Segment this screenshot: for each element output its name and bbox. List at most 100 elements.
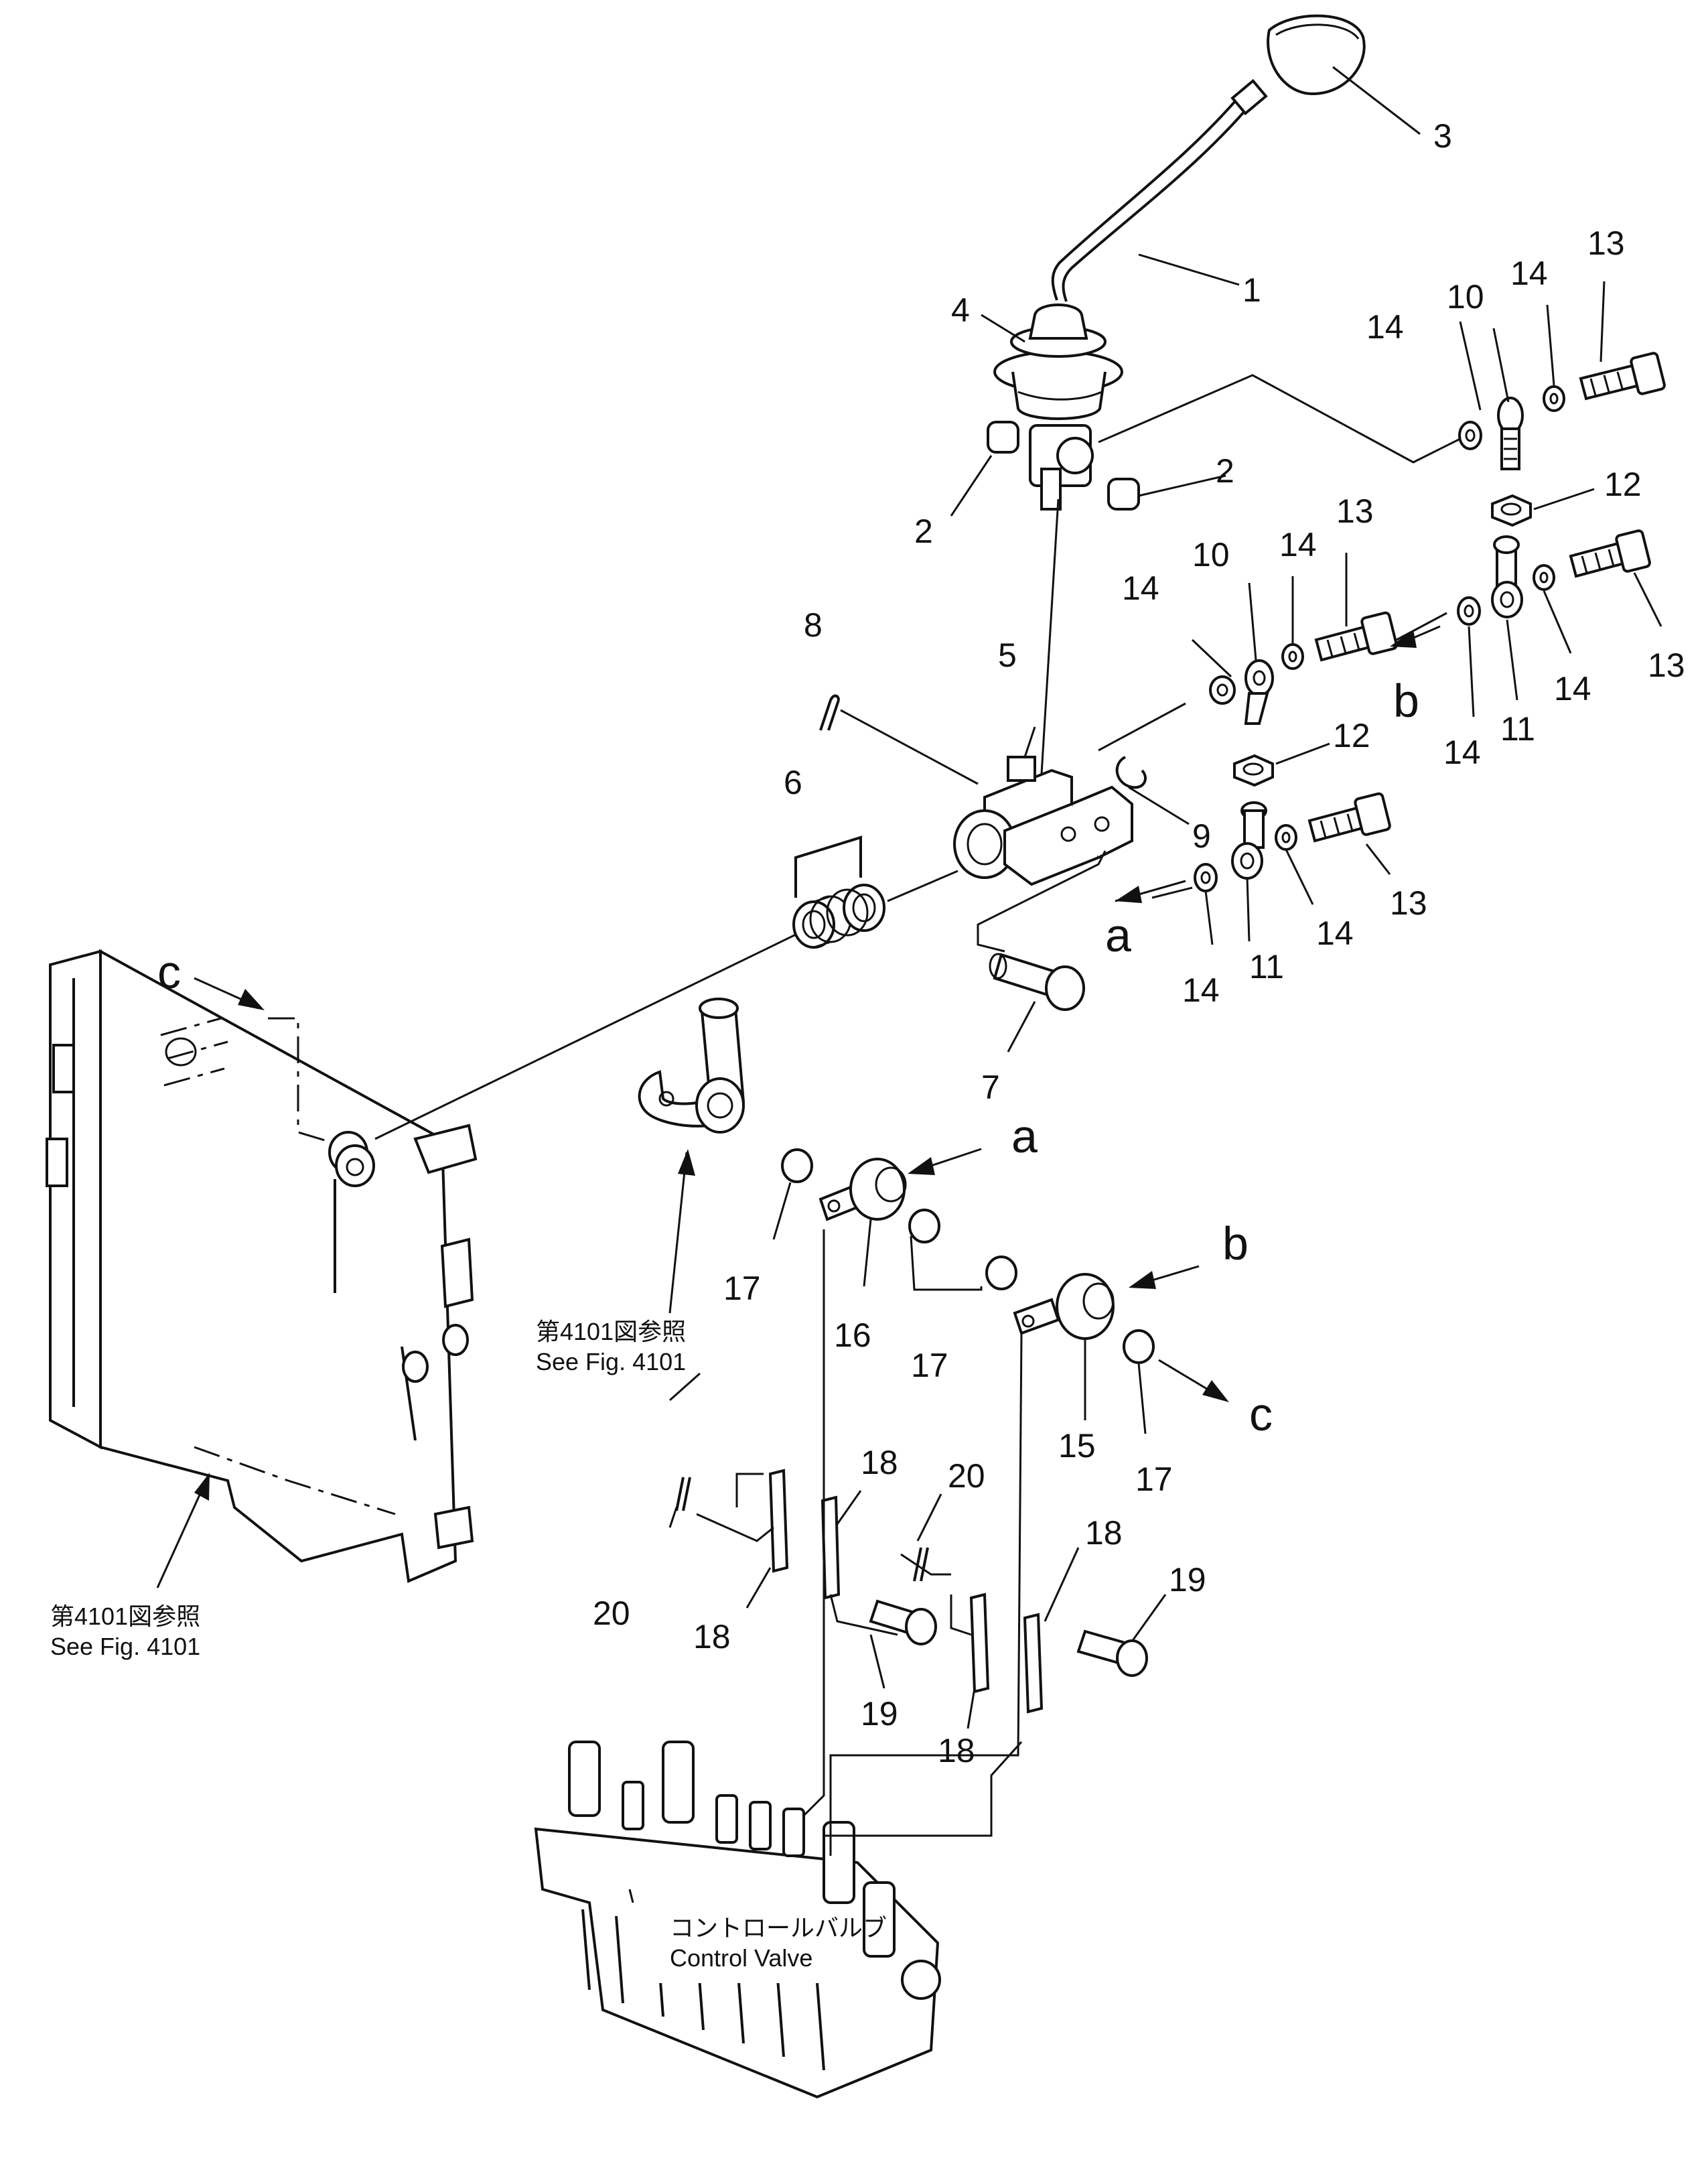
callout-17-b: 17: [911, 1347, 948, 1384]
arrow-c-upper-head: [238, 989, 265, 1010]
cotter-pin-20-a: [675, 1477, 691, 1511]
control-valve-label-jp: コントロールバルブ: [670, 1914, 887, 1942]
arrow-b-lower-head: [1129, 1271, 1156, 1289]
reference-letters: b a a b c c: [157, 675, 1419, 1440]
callout-14-right-low: 14: [1443, 734, 1481, 771]
bolt-13-middle: [1314, 611, 1398, 662]
callout-13-right: 13: [1648, 647, 1685, 684]
link-plate-18-d: [1023, 1613, 1044, 1714]
bracket-6: [794, 835, 862, 898]
ref-a-upper: a: [1105, 909, 1131, 961]
callout-14-middle: 14: [1279, 526, 1317, 563]
callout-14-top: 14: [1510, 255, 1548, 292]
callout-2-left: 2: [914, 513, 933, 550]
rod-end-11-right: [1491, 535, 1523, 618]
callout-14-right: 14: [1554, 670, 1591, 707]
washer-14-right-a: [1457, 596, 1481, 626]
washer-14-upper-left: [1458, 421, 1482, 450]
see-fig-arrow-head-2: [194, 1473, 210, 1501]
washer-14-middle-lower-b: [1275, 824, 1297, 851]
ref-b-lower: b: [1222, 1217, 1249, 1270]
lever-hub: [1029, 424, 1094, 511]
pin-19-a: [869, 1599, 937, 1645]
callout-17-c: 17: [1135, 1461, 1173, 1498]
pin-7: [989, 953, 1085, 1011]
bolt-13-right: [1569, 529, 1651, 578]
callout-1: 1: [1242, 271, 1261, 309]
callout-4: 4: [951, 291, 970, 329]
callout-18-b: 18: [693, 1618, 731, 1655]
callout-labels: 3 1 4 2 2 13 14 10 14 12 13 14 10 14 13 …: [593, 117, 1685, 1769]
snap-ring-9: [1115, 756, 1147, 789]
callout-18-c: 18: [1085, 1514, 1123, 1552]
callout-9: 9: [1192, 817, 1211, 855]
rod-end-11-middle: [1231, 801, 1267, 880]
notes: 第4101図参照 See Fig. 4101 第4101図参照 See Fig.…: [50, 1318, 887, 1972]
callout-2-right: 2: [1216, 452, 1234, 490]
bushing-2-left: [987, 421, 1019, 454]
bushing-6-outer: [792, 895, 852, 949]
see-fig-note-en-1: See Fig. 4101: [536, 1348, 686, 1375]
bushing-17-b: [908, 1209, 940, 1243]
callout-20-b: 20: [948, 1457, 985, 1495]
callout-11-lower: 11: [1249, 948, 1284, 986]
link-plate-18-a: [768, 1469, 789, 1573]
bolt-13-lower: [1307, 792, 1391, 843]
ref-c-lower: c: [1249, 1388, 1273, 1440]
pin-19-b: [1076, 1629, 1148, 1677]
console-panel: [46, 949, 478, 1583]
leader-lines: [374, 66, 1662, 1903]
callout-20-a: 20: [593, 1595, 630, 1632]
callout-8: 8: [804, 606, 823, 644]
arrow-c-lower-head: [1202, 1380, 1229, 1402]
lever-boot: [993, 303, 1123, 420]
washer-14-middle-left: [1209, 675, 1236, 705]
bushing-17-a: [781, 1148, 813, 1183]
nut-12-upper: [1491, 494, 1532, 527]
rod-end-10-upper: [1497, 397, 1524, 470]
bushing-17-d: [1123, 1329, 1155, 1364]
bushing-17-c: [985, 1256, 1017, 1290]
lever-16: [819, 1158, 907, 1221]
callout-17-a: 17: [723, 1270, 761, 1307]
callout-15: 15: [1058, 1427, 1096, 1465]
callout-13-lower: 13: [1390, 884, 1427, 922]
washer-14-right-b: [1533, 564, 1555, 591]
washer-14-middle-right: [1281, 643, 1304, 670]
callout-14-lower: 14: [1316, 914, 1354, 952]
bushing-6-inner: [826, 884, 885, 937]
ref-b-upper: b: [1393, 675, 1419, 727]
callout-16: 16: [834, 1316, 871, 1354]
washer-14-middle-lower-a: [1194, 863, 1218, 892]
see-fig-arrow-head-1: [678, 1149, 695, 1176]
lever-15: [1013, 1273, 1115, 1340]
callout-18-d: 18: [938, 1732, 975, 1769]
see-fig-note-en-2: See Fig. 4101: [50, 1633, 200, 1660]
control-valve-label-en: Control Valve: [670, 1944, 812, 1972]
arrow-a-lower-head: [908, 1157, 935, 1175]
callout-14-top-left: 14: [1366, 308, 1404, 346]
callout-19-a: 19: [861, 1695, 898, 1733]
arrow-a-upper-head: [1115, 886, 1142, 903]
ref-c-upper: c: [157, 946, 181, 998]
callout-14-middle-left: 14: [1122, 569, 1159, 607]
callout-12-top: 12: [1604, 466, 1642, 503]
arrow-b-upper-head: [1390, 630, 1417, 648]
cotter-pin-8: [819, 694, 840, 731]
washer-14-upper-right: [1543, 385, 1565, 412]
callout-13-middle: 13: [1336, 492, 1374, 530]
lever-arm-part: [638, 998, 745, 1134]
callout-6: 6: [784, 764, 802, 801]
see-fig-note-jp-1: 第4101図参照: [536, 1318, 686, 1345]
callout-10-middle: 10: [1192, 536, 1230, 573]
ref-a-lower: a: [1011, 1110, 1038, 1162]
callout-14-lower-left: 14: [1182, 971, 1220, 1009]
lever-bracket-5: [953, 756, 1133, 886]
callout-10-top: 10: [1447, 278, 1484, 316]
callout-3: 3: [1433, 117, 1452, 155]
callout-13-top: 13: [1587, 224, 1625, 262]
callout-19-b: 19: [1169, 1561, 1206, 1599]
link-plate-18-b: [821, 1495, 841, 1600]
link-plate-18-c: [969, 1592, 990, 1694]
